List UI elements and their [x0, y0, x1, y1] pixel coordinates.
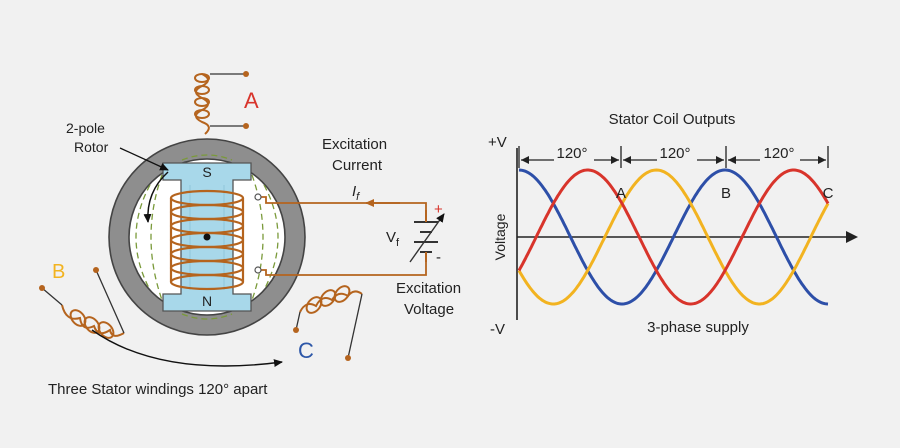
y-top-label: +V [488, 134, 507, 151]
phase-c-label: C [298, 338, 314, 363]
spacing-arrow [91, 329, 283, 368]
phase-b-label: B [52, 261, 65, 283]
voltage-symbol: Vf [386, 229, 400, 249]
slip-ring-bottom [254, 266, 262, 274]
current-symbol: If [352, 183, 360, 203]
gap-label-bg-2 [657, 146, 697, 162]
stator-ring [109, 139, 305, 335]
rotor-shaft [203, 233, 211, 241]
rotor-shading [189, 185, 225, 290]
generator-caption: Three Stator windings 120° apart [48, 381, 268, 398]
excitation-circuit [258, 196, 427, 276]
excitation-voltage-label: Excitation Voltage [396, 280, 465, 318]
excitation-current-label: Excitation Current [322, 136, 391, 174]
rotor-label-line2: Rotor [74, 139, 109, 155]
slip-ring-top [254, 193, 262, 201]
stator-coil-a [194, 73, 246, 135]
waveform-plot: Stator Coil Outputs +V -V Voltage [488, 111, 858, 338]
coil-c-terminal-right [345, 355, 351, 361]
variable-arrow [409, 213, 445, 263]
rotor-winding [169, 189, 245, 291]
current-symbol-sub: f [356, 191, 360, 203]
coil-a-terminal-top [243, 71, 249, 77]
phase-a-label: A [244, 88, 259, 113]
rotor-label-line1: 2-pole [66, 120, 105, 136]
gap-label-bg-1 [554, 146, 594, 162]
phase-c-wave [518, 168, 829, 306]
waveform-caption: 3-phase supply [647, 319, 749, 336]
rotation-arrow [143, 171, 169, 223]
peak-label-c: C [823, 185, 834, 202]
coil-b-terminal-right [93, 267, 99, 273]
voltage-symbol-main: V [386, 229, 396, 246]
waveform-title: Stator Coil Outputs [609, 111, 736, 128]
phase-a-wave [517, 168, 830, 306]
magnetic-field-lines [135, 154, 279, 320]
stator-coil-b [41, 269, 125, 339]
coil-a-terminal-bottom [243, 123, 249, 129]
coil-c-terminal-left [293, 327, 299, 333]
pole-s-label: S [202, 164, 211, 180]
excitation-voltage-line2: Voltage [404, 301, 454, 318]
plus-sign: + [434, 201, 443, 218]
y-axis-label: Voltage [492, 213, 508, 260]
phase-gap-label-3: 120° [763, 145, 794, 162]
minus-sign: - [436, 249, 441, 266]
rotor-pointer [119, 147, 169, 171]
x-axis-arrowhead [846, 231, 858, 243]
stator-outer-edge [108, 138, 306, 336]
excitation-voltage-line1: Excitation [396, 280, 461, 297]
voltage-symbol-sub: f [396, 237, 400, 249]
phase-gap-arrowheads [521, 156, 826, 164]
rotor-label: 2-pole Rotor [66, 120, 109, 155]
phase-gap-label-2: 120° [659, 145, 690, 162]
excitation-current-line1: Excitation [322, 136, 387, 153]
y-bottom-label: -V [490, 321, 505, 338]
dc-source-symbol [414, 210, 438, 262]
pole-n-label: N [202, 293, 212, 309]
coil-b-terminal-left [39, 285, 45, 291]
generator-diagram: S N 2-pole Rotor A [39, 71, 465, 398]
stator-coil-c [295, 285, 363, 359]
peak-label-a: A [616, 185, 626, 202]
gap-label-bg-3 [760, 146, 800, 162]
peak-label-b: B [721, 185, 731, 202]
phase-gap-label-1: 120° [556, 145, 587, 162]
current-symbol-main: I [352, 183, 356, 200]
excitation-current-line2: Current [332, 157, 383, 174]
phase-gap-markers [518, 146, 829, 168]
phase-b-wave [517, 168, 830, 306]
